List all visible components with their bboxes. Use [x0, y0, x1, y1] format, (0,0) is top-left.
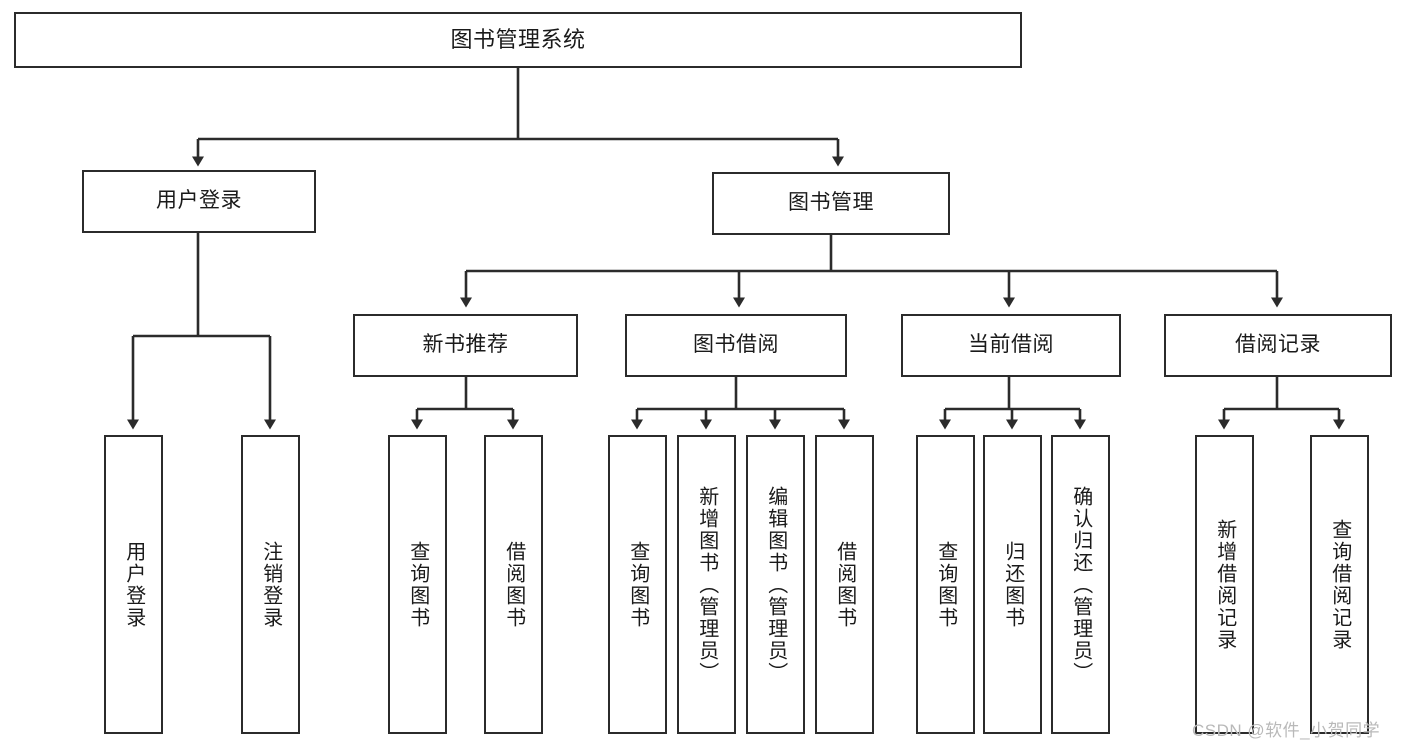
node-new-book-recommend[interactable]: 新书推荐 [353, 314, 578, 377]
leaf-logout-label: 注销登录 [259, 540, 282, 629]
leaf-query-book-recommend-label: 查询图书 [406, 540, 429, 629]
leaf-edit-book-admin-label: 编辑图书（管理员） [764, 485, 787, 684]
leaf-query-book-recommend[interactable]: 查询图书 [388, 435, 447, 734]
leaf-borrow-book-recommend[interactable]: 借阅图书 [484, 435, 543, 734]
node-user-login[interactable]: 用户登录 [82, 170, 316, 233]
leaf-query-book-current-label: 查询图书 [934, 540, 957, 629]
node-current-borrow-label: 当前借阅 [968, 333, 1054, 357]
leaf-query-book-borrow[interactable]: 查询图书 [608, 435, 667, 734]
leaf-add-book-admin-label: 新增图书（管理员） [695, 485, 718, 684]
csdn-watermark: CSDN @软件_小贺同学 [1192, 721, 1381, 740]
leaf-add-borrow-record-label: 新增借阅记录 [1213, 518, 1236, 651]
node-root[interactable]: 图书管理系统 [14, 12, 1022, 68]
node-book-management-label: 图书管理 [788, 191, 874, 215]
leaf-add-book-admin[interactable]: 新增图书（管理员） [677, 435, 736, 734]
leaf-borrow-book-borrow[interactable]: 借阅图书 [815, 435, 874, 734]
leaf-return-book[interactable]: 归还图书 [983, 435, 1042, 734]
node-user-login-label: 用户登录 [156, 189, 242, 213]
node-book-management[interactable]: 图书管理 [712, 172, 950, 235]
leaf-user-login-label: 用户登录 [122, 540, 145, 629]
leaf-confirm-return-admin-label: 确认归还（管理员） [1069, 485, 1092, 684]
leaf-add-borrow-record[interactable]: 新增借阅记录 [1195, 435, 1254, 734]
leaf-query-book-current[interactable]: 查询图书 [916, 435, 975, 734]
leaf-edit-book-admin[interactable]: 编辑图书（管理员） [746, 435, 805, 734]
node-root-label: 图书管理系统 [450, 27, 586, 53]
node-book-borrow[interactable]: 图书借阅 [625, 314, 847, 377]
node-book-borrow-label: 图书借阅 [693, 333, 779, 357]
leaf-return-book-label: 归还图书 [1001, 540, 1024, 629]
leaf-query-borrow-record-label: 查询借阅记录 [1328, 518, 1351, 651]
node-new-book-recommend-label: 新书推荐 [422, 333, 509, 357]
leaf-borrow-book-recommend-label: 借阅图书 [502, 540, 525, 629]
leaf-user-login[interactable]: 用户登录 [104, 435, 163, 734]
node-current-borrow[interactable]: 当前借阅 [901, 314, 1121, 377]
leaf-query-book-borrow-label: 查询图书 [626, 540, 649, 629]
node-borrow-record[interactable]: 借阅记录 [1164, 314, 1392, 377]
node-borrow-record-label: 借阅记录 [1235, 333, 1321, 357]
leaf-confirm-return-admin[interactable]: 确认归还（管理员） [1051, 435, 1110, 734]
leaf-logout[interactable]: 注销登录 [241, 435, 300, 734]
leaf-borrow-book-borrow-label: 借阅图书 [833, 540, 856, 629]
leaf-query-borrow-record[interactable]: 查询借阅记录 [1310, 435, 1369, 734]
